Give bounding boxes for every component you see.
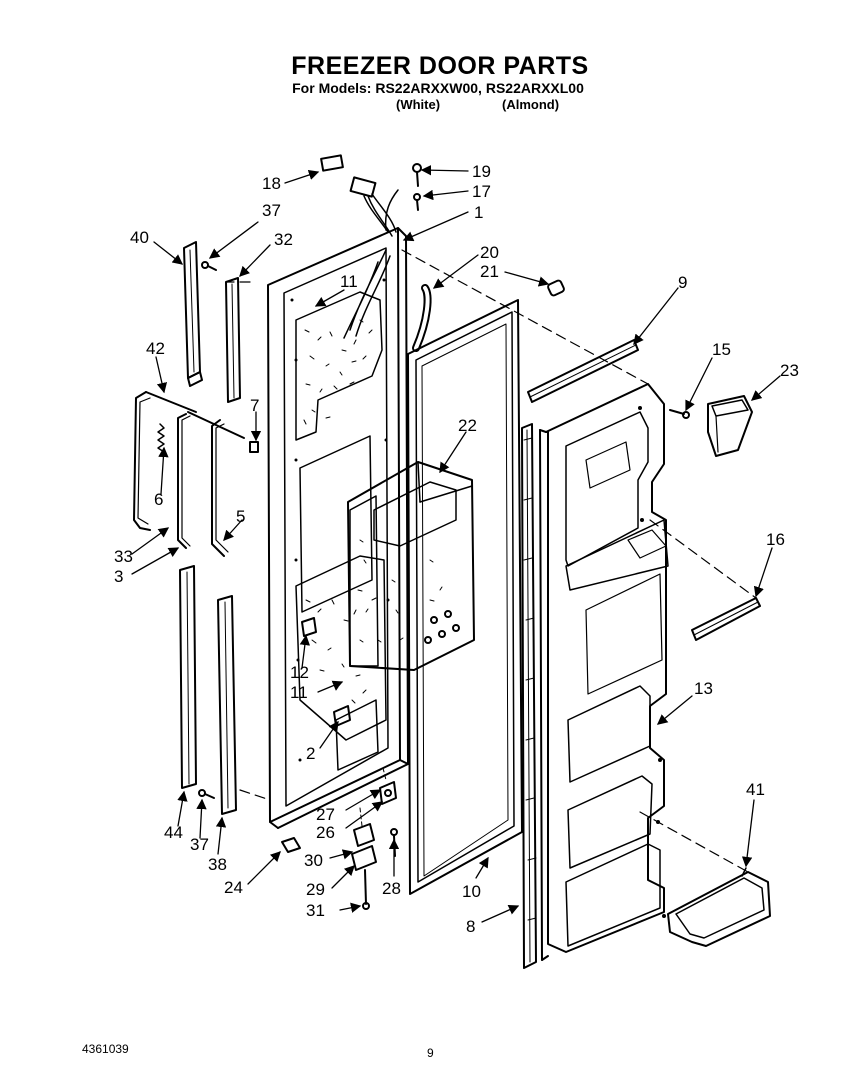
callout-7: 7 <box>250 396 259 415</box>
liner-seal-strip <box>521 423 537 969</box>
callout-18: 18 <box>262 174 281 193</box>
callout-13: 13 <box>694 679 713 698</box>
callout-11-top: 11 <box>340 272 358 291</box>
callout-27: 27 <box>316 805 335 824</box>
callout-32: 32 <box>274 230 293 249</box>
shelf-rail <box>691 597 761 641</box>
callout-37-top: 37 <box>262 201 281 220</box>
door-liner <box>539 383 669 961</box>
door-panel <box>267 227 409 829</box>
callout-12: 12 <box>290 663 309 682</box>
document-number: 4361039 <box>82 1042 129 1056</box>
callout-11-bottom: 11 <box>290 683 308 702</box>
callout-3: 3 <box>114 567 123 586</box>
callout-24: 24 <box>224 878 243 897</box>
handle-bracket-5 <box>211 419 229 557</box>
door-gasket <box>407 299 523 895</box>
bracket-2 <box>333 705 351 727</box>
callout-20: 20 <box>480 243 499 262</box>
callout-2: 2 <box>306 744 315 763</box>
water-tube <box>412 279 565 352</box>
screws-37 <box>198 261 217 799</box>
top-trim-strip <box>527 339 639 403</box>
callout-26: 26 <box>316 823 335 842</box>
callout-40: 40 <box>130 228 149 247</box>
page-title: FREEZER DOOR PARTS <box>291 52 589 80</box>
handle-trim-44 <box>179 565 197 789</box>
screw-15 <box>669 409 690 419</box>
page-number: 9 <box>427 1046 434 1060</box>
clip-7 <box>249 441 259 453</box>
handle-trim-38 <box>217 595 237 815</box>
callout-19: 19 <box>472 162 491 181</box>
door-bin <box>667 867 771 947</box>
spring-6 <box>157 423 165 457</box>
callout-38: 38 <box>208 855 227 874</box>
ice-chute-funnel <box>707 395 753 457</box>
callout-33: 33 <box>114 547 133 566</box>
color-label-white: (White) <box>396 97 441 112</box>
handle-bracket-3 <box>177 411 245 549</box>
assembly-lines <box>225 249 757 873</box>
handle-trim-32 <box>225 277 241 403</box>
switch-12 <box>301 617 317 637</box>
callout-21: 21 <box>480 262 499 281</box>
callout-29: 29 <box>306 880 325 899</box>
dispenser-housing <box>347 461 475 671</box>
callout-41: 41 <box>746 780 765 799</box>
callout-10: 10 <box>462 882 481 901</box>
callout-28: 28 <box>382 879 401 898</box>
handle-bracket-42 <box>133 391 197 531</box>
callout-1: 1 <box>474 203 483 222</box>
color-label-almond: (Almond) <box>502 97 560 112</box>
callout-labels: 18 19 17 1 37 40 32 20 21 9 11 15 23 42 … <box>114 162 799 936</box>
callout-5: 5 <box>236 507 245 526</box>
handle-trim-40 <box>183 241 203 387</box>
leader-lines <box>131 164 781 923</box>
wire-harness <box>320 154 422 339</box>
callout-42: 42 <box>146 339 165 358</box>
callout-17: 17 <box>472 182 491 201</box>
insulation-foam-texture <box>303 319 382 704</box>
callout-44: 44 <box>164 823 183 842</box>
callout-37-bottom: 37 <box>190 835 209 854</box>
callout-16: 16 <box>766 530 785 549</box>
callout-6: 6 <box>154 490 163 509</box>
callout-23: 23 <box>780 361 799 380</box>
callout-30: 30 <box>304 851 323 870</box>
callout-22: 22 <box>458 416 477 435</box>
callout-9: 9 <box>678 273 687 292</box>
callout-31: 31 <box>306 901 325 920</box>
callout-8: 8 <box>466 917 475 936</box>
models-line: For Models: RS22ARXXW00, RS22ARXXL00 <box>292 80 584 96</box>
callout-15: 15 <box>712 340 731 359</box>
